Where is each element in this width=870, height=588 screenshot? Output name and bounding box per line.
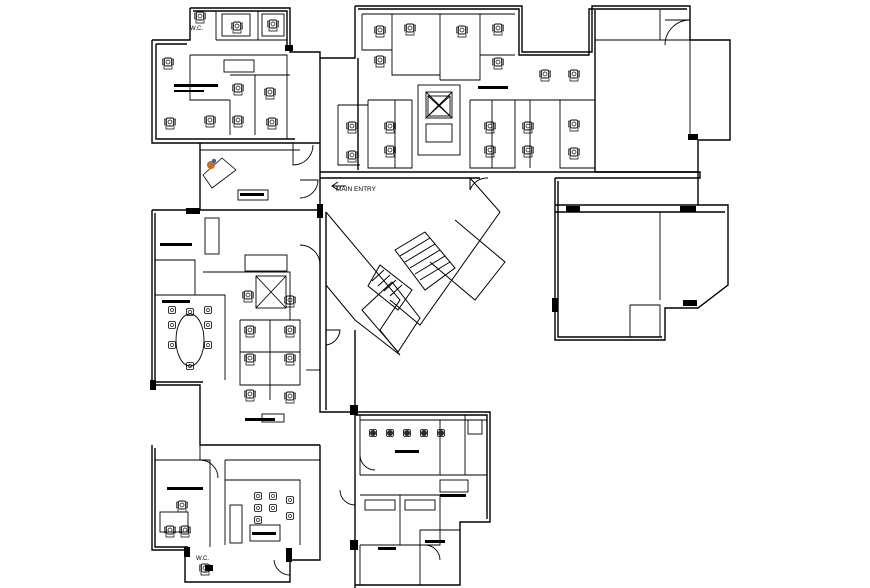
room-label-marks	[160, 84, 508, 550]
plant-icon	[202, 157, 237, 189]
arrow-left-icon	[331, 181, 346, 191]
interior-partitions	[155, 10, 691, 585]
exterior-walls	[151, 5, 731, 588]
column-posts	[150, 45, 698, 571]
staircase-icon	[367, 231, 456, 311]
staircase-core	[325, 177, 506, 356]
wc-label-bottom: W.C.	[196, 556, 209, 562]
lift-icon	[427, 95, 451, 117]
wc-label-top: W.C.	[190, 26, 203, 32]
main-entry-label: MAIN ENTRY	[336, 186, 377, 193]
wash-basin-row	[370, 430, 444, 436]
entry-marker: MAIN ENTRY	[331, 181, 377, 193]
